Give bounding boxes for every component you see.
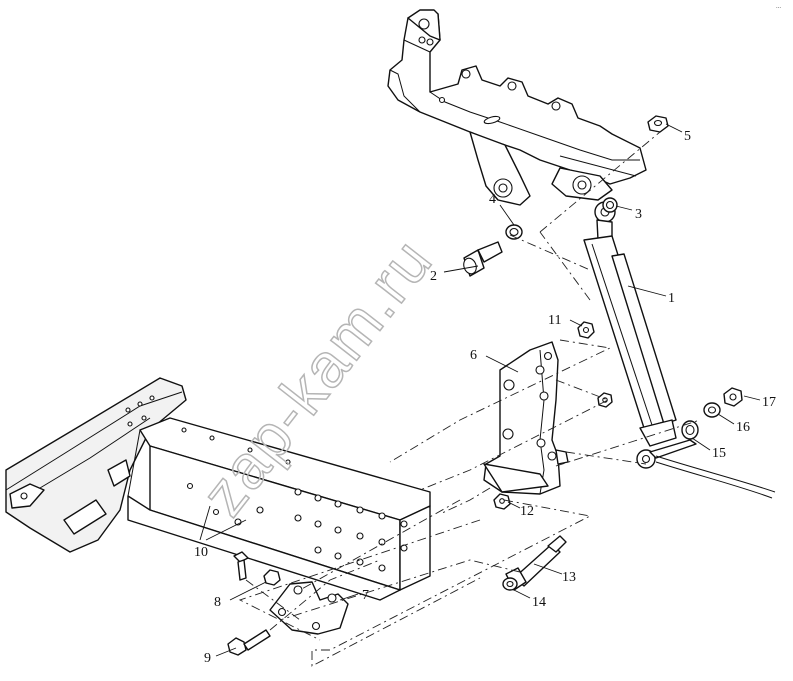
callout-8: 8	[214, 595, 221, 610]
upper-cab-bracket	[387, 9, 647, 206]
callout-11: 11	[548, 313, 561, 328]
part-7-plate	[269, 581, 349, 635]
tilt-cylinder	[583, 201, 776, 499]
callout-12: 12	[520, 504, 534, 519]
web-holes	[186, 482, 408, 572]
part-12-nut	[493, 493, 511, 510]
part-5-nut	[647, 115, 669, 133]
callout-2: 2	[430, 269, 437, 284]
callout-16: 16	[736, 420, 750, 435]
part-16-washer	[703, 402, 721, 418]
callout-5: 5	[684, 129, 691, 144]
callout-7: 7	[362, 588, 369, 603]
part-14-washer	[502, 577, 518, 591]
part-2-pin	[463, 241, 503, 277]
callout-10: 10	[194, 545, 208, 560]
part-11-nut-b	[597, 392, 613, 408]
leader-lines	[199, 123, 761, 657]
part-3-bushing	[602, 197, 618, 213]
callout-labels: 1 2 3 4 5 6 7 8 9 10 11 12 13 14 15 16 1…	[194, 129, 776, 666]
callout-3: 3	[635, 207, 642, 222]
part-6-bracket	[483, 341, 569, 495]
part-9-bolt	[227, 629, 271, 656]
callout-9: 9	[204, 651, 211, 666]
callout-1: 1	[668, 291, 675, 306]
callout-13: 13	[562, 570, 576, 585]
callout-6: 6	[470, 348, 477, 363]
frame-rail	[5, 377, 431, 601]
callout-17: 17	[762, 395, 776, 410]
callout-4: 4	[489, 192, 496, 207]
part-8-bolt	[233, 551, 281, 586]
assembly-lines	[238, 131, 701, 667]
callout-15: 15	[712, 446, 726, 461]
part-11-nut	[577, 321, 595, 339]
callout-14: 14	[532, 595, 546, 610]
part-15-bushing	[681, 420, 699, 440]
part-17-nut	[723, 387, 743, 407]
corner-mark: ...	[776, 4, 781, 10]
